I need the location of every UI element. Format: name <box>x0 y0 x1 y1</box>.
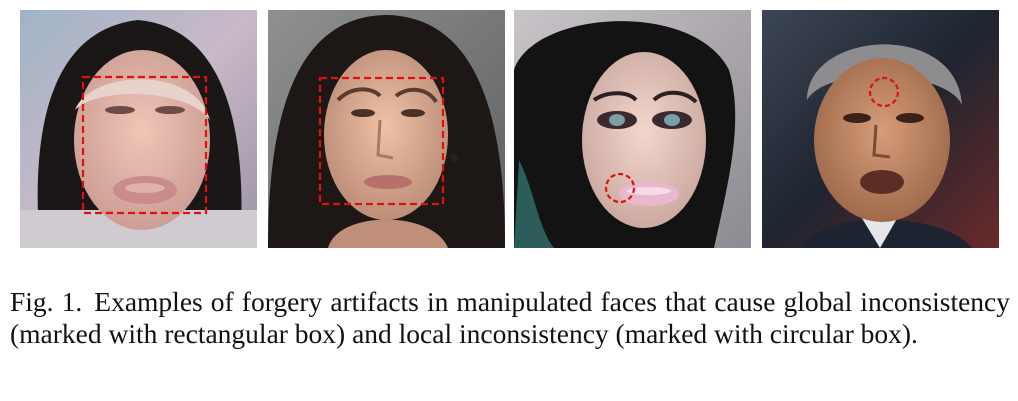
circle-marker <box>868 76 900 108</box>
rectangle-marker <box>318 76 445 206</box>
face-image-1 <box>20 10 257 248</box>
face-photo-3 <box>514 10 751 248</box>
figure-image-row <box>20 10 1000 248</box>
face-photo-1 <box>20 10 257 248</box>
caption-text: Examples of forgery artifacts in manipul… <box>10 286 1011 349</box>
figure-caption: Fig. 1.Examples of forgery artifacts in … <box>10 286 1010 350</box>
face-image-3 <box>514 10 751 248</box>
face-photo-2 <box>268 10 505 248</box>
figure-label: Fig. 1. <box>10 286 83 317</box>
circle-marker <box>604 172 636 204</box>
face-image-4 <box>762 10 999 248</box>
rectangle-marker <box>81 75 208 215</box>
face-photo-4 <box>762 10 999 248</box>
face-image-2 <box>268 10 505 248</box>
